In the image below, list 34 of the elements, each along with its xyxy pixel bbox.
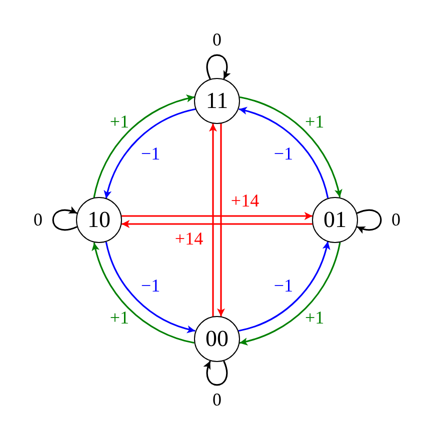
state-circle: 11 <box>194 78 240 124</box>
edge-label: +14 <box>230 190 260 212</box>
arrow <box>239 242 341 345</box>
edge-label: 0 <box>212 390 222 410</box>
edge-label: 0 <box>212 30 222 50</box>
edge-label: −1 <box>274 143 294 164</box>
arrow <box>92 242 194 344</box>
state-circle: 00 <box>194 316 240 362</box>
arrow <box>122 212 312 220</box>
arrow <box>217 124 225 316</box>
edge-label: +1 <box>110 307 129 328</box>
state-circle: 10 <box>76 197 122 243</box>
state-circle: 01 <box>312 197 358 243</box>
edge-label: 0 <box>392 210 400 230</box>
edge-label: +1 <box>305 307 324 328</box>
edge-label: −1 <box>140 276 160 297</box>
edge-label: −1 <box>140 143 160 164</box>
arrow <box>122 220 312 228</box>
arrow <box>240 96 342 198</box>
edge-label: −1 <box>274 276 294 297</box>
edge-label: +1 <box>305 112 324 133</box>
arrow <box>209 124 217 316</box>
arrow <box>206 54 230 80</box>
arrow <box>104 108 196 199</box>
arrow <box>52 206 78 231</box>
edge-label: +14 <box>174 228 204 250</box>
arrow <box>105 242 196 333</box>
edge-label: +1 <box>110 112 129 133</box>
arrow <box>204 360 228 386</box>
arrow <box>238 107 329 198</box>
arrow <box>356 209 382 234</box>
arrow <box>93 95 195 198</box>
edge-label: 0 <box>34 210 42 230</box>
arrow <box>238 241 330 332</box>
